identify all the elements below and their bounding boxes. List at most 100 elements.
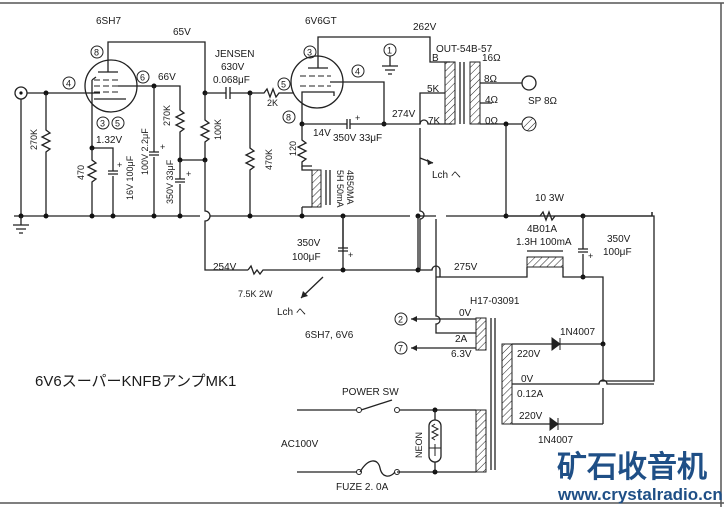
label-c-supply2-c: 100μF — [603, 247, 632, 258]
resistor-load1 — [199, 93, 211, 160]
label-lch-2: Lch へ — [277, 307, 306, 318]
watermark-url: www.crystalradio.cn — [557, 485, 723, 504]
label-opt-sec-16: 16Ω — [482, 53, 501, 64]
label-hv-top: 220V — [517, 349, 541, 360]
opt-primary — [444, 61, 456, 125]
neon-lamp — [428, 410, 442, 472]
svg-text:5: 5 — [281, 80, 286, 90]
label-opt-tap-b: B — [432, 53, 439, 64]
cap-screen1 — [149, 86, 159, 216]
label-heater-tubes: 6SH7, 6V6 — [305, 330, 354, 341]
resistor-grid-stop — [250, 87, 294, 99]
label-b-plus-275: 275V — [454, 262, 478, 273]
pin-8-v1: 8 — [90, 45, 104, 59]
speaker-terminal-hot — [521, 75, 537, 91]
label-heater-voltage: 6.3V — [451, 349, 472, 360]
pin-6-v1: 6 — [136, 70, 150, 84]
label-r-screen1: 270K — [162, 105, 172, 126]
svg-text:3: 3 — [307, 48, 312, 58]
tube-6v6gt — [290, 55, 344, 124]
cap-supply2 — [578, 216, 588, 277]
label-c-decouple1: 350V 33μF — [165, 159, 175, 204]
label-choke1-spec: 5H 50mA — [335, 170, 345, 208]
label-r-input: 270K — [29, 129, 39, 150]
label-r-supply: 7.5K 2W — [238, 289, 273, 299]
opt-secondary — [469, 61, 481, 125]
svg-text:7: 7 — [398, 344, 403, 354]
label-opt-model: OUT-54B-57 — [436, 44, 493, 55]
pin-1-v2: 1 — [383, 43, 397, 57]
label-r-grid-leak: 470K — [264, 149, 274, 170]
choke-cathode — [311, 169, 322, 208]
resistor-grid-leak — [244, 93, 256, 216]
label-c-cathode2: 350V 33μF — [333, 133, 382, 144]
wire-hv-center — [583, 215, 655, 382]
label-pt-model: H17-03091 — [470, 296, 520, 307]
label-v2-cathode-voltage: 14V — [313, 128, 331, 139]
svg-text:8: 8 — [286, 113, 291, 123]
label-hv-center: 0V — [521, 374, 534, 385]
label-lch-1: Lch へ — [432, 170, 461, 181]
schematic-title: 6V6スーパーKNFBアンプMK1 — [35, 373, 236, 390]
svg-text:4: 4 — [355, 67, 360, 77]
svg-text:+: + — [588, 251, 593, 261]
resistor-screen1 — [118, 85, 205, 161]
choke-filter — [526, 256, 564, 268]
label-coupling-brand: JENSEN — [215, 49, 254, 60]
input-jack — [14, 86, 28, 100]
label-v2-screen-voltage: 274V — [392, 109, 416, 120]
label-power-switch: POWER SW — [342, 387, 399, 398]
label-hv-bottom: 220V — [519, 411, 543, 422]
pt-heater-winding — [475, 317, 487, 351]
svg-text:6: 6 — [140, 73, 145, 83]
label-diode-bottom: 1N4007 — [538, 435, 573, 446]
resistor-cathode2 — [296, 124, 312, 167]
label-c-supply1-v: 350V — [297, 238, 321, 249]
power-switch[interactable] — [297, 399, 476, 411]
wire-v1-plate — [107, 41, 206, 93]
svg-text:+: + — [186, 169, 191, 179]
heater-pin-7: 7 — [394, 341, 408, 355]
cap-coupling — [205, 87, 250, 99]
label-r-cathode1: 470 — [76, 165, 86, 180]
label-hv-current: 0.12A — [517, 389, 543, 400]
resistor-cathode1 — [86, 148, 98, 216]
label-r-filter: 10 3W — [535, 193, 564, 204]
wire-b-plus-254 — [204, 160, 248, 271]
resistor-input — [40, 93, 52, 216]
label-r-load1: 100K — [213, 119, 223, 140]
wire-v2-screen — [330, 81, 385, 124]
tube-6sh7 — [84, 59, 138, 113]
pin-4-v2: 4 — [351, 64, 365, 78]
svg-text:5: 5 — [115, 119, 120, 129]
cap-supply1 — [338, 216, 348, 252]
pin-8-v2: 8 — [282, 110, 296, 124]
speaker-terminal-ground — [521, 116, 537, 132]
cap-decouple1 — [175, 160, 185, 216]
label-r-cathode2: 120 — [288, 141, 298, 156]
pin-3-v1: 3 — [96, 116, 110, 130]
ground-icon-v2 — [382, 56, 398, 75]
label-b-plus-254: 254V — [213, 262, 237, 273]
wire-5k-tap — [419, 92, 445, 124]
label-c-screen1: 100V 2.2μF — [140, 128, 150, 175]
wire-v2-plate — [317, 36, 450, 63]
label-choke1-model: 4B50MA — [345, 170, 355, 205]
label-v2-plate-voltage: 262V — [413, 22, 437, 33]
label-v1-screen-voltage: 66V — [158, 72, 176, 83]
label-c-supply1-c: 100μF — [292, 252, 321, 263]
label-heater-current: 2A — [455, 334, 468, 345]
heater-pin-2: 2 — [394, 312, 408, 326]
pin-4-v1: 4 — [62, 76, 76, 90]
svg-text:8: 8 — [94, 48, 99, 58]
pin-5-v1: 5 — [111, 116, 125, 130]
diode-top — [551, 337, 561, 351]
label-choke2-model: 4B01A — [527, 224, 557, 235]
label-heater-0v: 0V — [459, 308, 472, 319]
label-opt-tap-7k: 7K — [428, 116, 441, 127]
label-c-supply2-v: 350V — [607, 234, 631, 245]
label-coupling-voltage: 630V — [221, 62, 245, 73]
svg-text:2: 2 — [398, 315, 403, 325]
svg-text:3: 3 — [100, 119, 105, 129]
